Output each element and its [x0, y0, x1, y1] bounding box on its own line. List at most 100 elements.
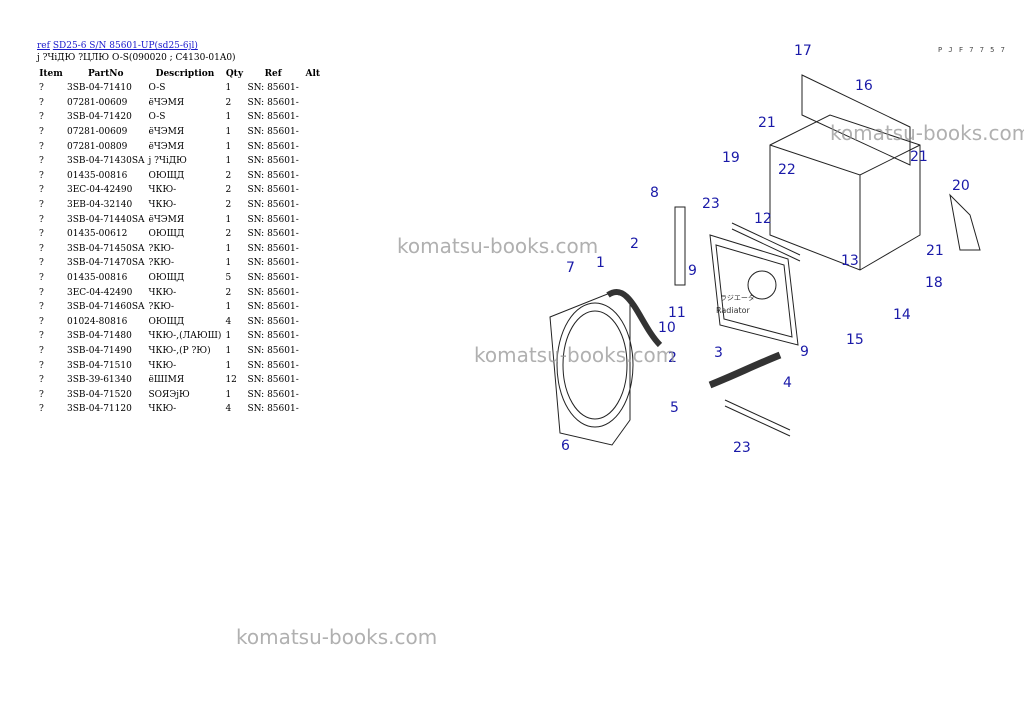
item-cell: ? — [39, 243, 44, 254]
callout-18: 18 — [925, 275, 943, 291]
partno-cell: 01435-00816 — [67, 170, 128, 181]
watermark: komatsu-books.com — [830, 121, 1024, 145]
item-cell: ? — [39, 112, 44, 123]
ref-cell: SN: 85601- — [247, 229, 299, 240]
description-cell: ОЮЩД — [148, 273, 185, 284]
callout-8: 8 — [650, 185, 659, 201]
description-cell: ОЮЩД — [148, 229, 185, 240]
qty-cell: 1 — [225, 389, 232, 400]
watermark: komatsu-books.com — [397, 234, 599, 258]
qty-cell: 5 — [225, 273, 232, 284]
ref-cell: SN: 85601- — [247, 185, 299, 196]
table-row: ? 01435-00612 ОЮЩД 2 SN: 85601- — [37, 227, 325, 242]
ref-cell: SN: 85601- — [247, 156, 299, 167]
alt-cell — [301, 139, 325, 154]
page-subtitle: ј ?ЧіДЮ ?ЦЛЮ O-S(090020 ; C4130-01A0) — [37, 53, 236, 63]
description-cell: ёШІМЯ — [148, 375, 185, 386]
alt-cell — [301, 271, 325, 286]
partno-cell: 3SB-04-71510 — [67, 360, 132, 371]
description-cell: ?КЮ- — [148, 302, 175, 313]
description-cell: ЧКЮ-,(ЛАЮШ) — [148, 331, 222, 342]
item-cell: ? — [39, 287, 44, 298]
description-cell: ЧКЮ- — [148, 287, 177, 298]
qty-cell: 1 — [225, 302, 232, 313]
qty-cell: 2 — [225, 229, 232, 240]
column-header-qty: Qty — [225, 68, 244, 79]
qty-cell: 1 — [225, 331, 232, 342]
alt-cell — [301, 387, 325, 402]
alt-cell — [301, 227, 325, 242]
ref-cell: SN: 85601- — [247, 200, 299, 211]
callout-20: 20 — [952, 178, 970, 194]
column-header-partno: PartNo — [88, 68, 124, 79]
qty-cell: 1 — [225, 83, 232, 94]
alt-cell — [301, 329, 325, 344]
callout-15: 15 — [846, 332, 864, 348]
description-cell: ЧКЮ- — [148, 404, 177, 415]
ref-cell: SN: 85601- — [247, 331, 299, 342]
item-cell: ? — [39, 258, 44, 269]
radiator-label-jp: ラジエータ — [720, 293, 755, 302]
model-link[interactable]: SD25-6 S/N 85601-UP(sd25-6jl) — [52, 41, 198, 51]
item-cell: ? — [39, 273, 44, 284]
ref-cell: SN: 85601- — [247, 83, 299, 94]
item-cell: ? — [39, 83, 44, 94]
item-cell: ? — [39, 141, 44, 152]
callout-9a: 9 — [688, 263, 697, 279]
partno-cell: 01024-80816 — [67, 316, 128, 327]
description-cell: ОЮЩД — [148, 170, 185, 181]
ref-cell: SN: 85601- — [247, 258, 299, 269]
watermark: komatsu-books.com — [236, 625, 438, 649]
partno-cell: 01435-00612 — [67, 229, 128, 240]
item-cell: ? — [39, 229, 44, 240]
column-header-alt: Alt — [305, 68, 321, 79]
item-cell: ? — [39, 389, 44, 400]
partno-cell: 3EB-04-32140 — [67, 200, 133, 211]
callout-2b: 2 — [668, 350, 677, 366]
partno-cell: 07281-00809 — [67, 141, 128, 152]
partno-cell: 07281-00609 — [67, 97, 128, 108]
item-cell: ? — [39, 345, 44, 356]
ref-cell: SN: 85601- — [247, 273, 299, 284]
partno-cell: 3SB-04-71410 — [67, 83, 132, 94]
callout-21a: 21 — [758, 115, 776, 131]
alt-cell — [301, 125, 325, 140]
partno-cell: 3SB-04-71470SA — [67, 258, 145, 269]
radiator-core-inner-shape — [715, 244, 793, 338]
ref-cell: SN: 85601- — [247, 302, 299, 313]
alt-cell — [301, 300, 325, 315]
partno-cell: 3SB-04-71490 — [67, 345, 132, 356]
alt-cell — [301, 358, 325, 373]
alt-cell — [301, 344, 325, 359]
ref-cell: SN: 85601- — [247, 97, 299, 108]
alt-cell — [301, 256, 325, 271]
ref-cell: SN: 85601- — [247, 345, 299, 356]
ref-cell: SN: 85601- — [247, 404, 299, 415]
qty-cell: 1 — [225, 141, 232, 152]
callout-21c: 21 — [926, 243, 944, 259]
description-cell: ?КЮ- — [148, 258, 175, 269]
item-cell: ? — [39, 316, 44, 327]
qty-cell: 1 — [225, 214, 232, 225]
radiator-exploded-diagram: ラジエータ Radiator 17 16 21 19 22 21 20 8 23… — [549, 43, 981, 456]
item-cell: ? — [39, 97, 44, 108]
description-cell: ЧКЮ- — [148, 200, 177, 211]
item-cell: ? — [39, 214, 44, 225]
alt-cell — [301, 154, 325, 169]
item-cell: ? — [39, 331, 44, 342]
item-cell: ? — [39, 185, 44, 196]
qty-cell: 1 — [225, 243, 232, 254]
ref-cell: SN: 85601- — [247, 243, 299, 254]
ref-link[interactable]: ref — [37, 41, 50, 51]
item-cell: ? — [39, 404, 44, 415]
page-header: ref SD25-6 S/N 85601-UP(sd25-6jl) ј ?ЧіД… — [37, 40, 236, 64]
